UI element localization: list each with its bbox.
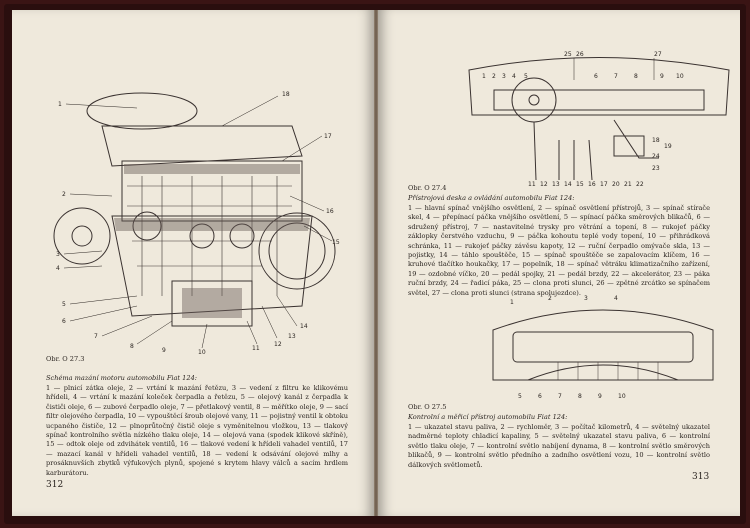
callout-24: 24 (652, 153, 660, 160)
callout-16: 16 (588, 181, 596, 188)
figure2-legend: 1 — ukazatel stavu paliva, 2 — rychloměr… (408, 423, 710, 469)
callout-8: 8 (578, 393, 582, 400)
callout-9: 9 (598, 393, 602, 400)
page-number: 313 (692, 472, 710, 482)
page-number: 312 (46, 480, 64, 490)
callouts-top: 25 26 27 (564, 51, 662, 58)
callouts-bottom: 11 12 13 14 15 16 17 20 21 22 (528, 181, 644, 188)
callout-12: 12 (274, 341, 282, 348)
dashboard-figure: 25 26 27 1 2 3 4 5 6 7 8 9 10 18 19 24 2… (468, 51, 730, 188)
callout-11: 11 (252, 345, 260, 352)
callout-12: 12 (540, 181, 548, 188)
callout-3: 3 (56, 251, 60, 258)
callout-1: 1 (482, 73, 486, 80)
callout-2: 2 (548, 295, 552, 302)
left-page: 1 18 2 3 4 5 6 7 8 9 10 11 12 13 14 17 1… (12, 10, 374, 516)
callout-1: 1 (510, 299, 514, 306)
callout-17: 17 (324, 133, 332, 140)
figure2-title: Kontrolní a měřicí přístroj automobilu F… (408, 413, 568, 421)
callout-6: 6 (62, 318, 66, 325)
cluster-callouts-bottom: 5 6 7 8 9 10 (518, 393, 626, 400)
callout-17: 17 (600, 181, 608, 188)
figure1-title: Přístrojová deska a ovládání automobilu … (408, 194, 575, 202)
callout-22: 22 (636, 181, 644, 188)
callout-14: 14 (300, 323, 308, 330)
callout-13: 13 (552, 181, 560, 188)
callout-10: 10 (198, 349, 206, 356)
callout-labels: 1 18 2 3 4 5 6 7 8 9 10 11 12 13 14 17 1… (56, 91, 340, 356)
flywheel (258, 212, 336, 290)
fan (53, 207, 111, 265)
callout-25: 25 (564, 51, 572, 58)
callout-10: 10 (618, 393, 626, 400)
dashboard-outline (468, 57, 730, 116)
figure-label: Obr. O 27.3 (46, 355, 85, 363)
callout-15: 15 (576, 181, 584, 188)
callouts-upper: 1 2 3 4 5 6 7 8 9 10 (482, 73, 684, 80)
callout-1: 1 (58, 101, 62, 108)
engine-lubrication-figure: 1 18 2 3 4 5 6 7 8 9 10 11 12 13 14 17 1… (53, 91, 340, 356)
right-page: 25 26 27 1 2 3 4 5 6 7 8 9 10 18 19 24 2… (378, 10, 740, 516)
callout-11: 11 (528, 181, 536, 188)
callout-15: 15 (332, 239, 340, 246)
callout-3: 3 (584, 295, 588, 302)
oil-pan (171, 280, 253, 327)
callout-18: 18 (652, 137, 660, 144)
callout-7: 7 (614, 73, 618, 80)
figure1-legend: 1 — hlavní spínač vnějšího osvětlení, 2 … (408, 204, 710, 297)
callout-10: 10 (676, 73, 684, 80)
callout-18: 18 (282, 91, 290, 98)
callout-6: 6 (594, 73, 598, 80)
instrument-cluster-figure: 1 2 3 4 5 6 7 8 9 10 (492, 295, 714, 400)
figure-title: Schéma mazání motoru automobilu Fiat 124… (46, 374, 197, 382)
book-gutter (372, 10, 380, 516)
callout-7: 7 (94, 333, 98, 340)
figure2-label: Obr. O 27.5 (408, 403, 447, 411)
figure-legend: 1 — plnicí zátka oleje, 2 — vrtání k maz… (46, 384, 348, 477)
callout-6: 6 (538, 393, 542, 400)
callout-26: 26 (576, 51, 584, 58)
callout-2: 2 (492, 73, 496, 80)
callout-4: 4 (614, 295, 618, 302)
callout-8: 8 (634, 73, 638, 80)
callout-14: 14 (564, 181, 572, 188)
cluster-housing (492, 309, 714, 381)
callout-5: 5 (518, 393, 522, 400)
callout-16: 16 (326, 208, 334, 215)
callout-9: 9 (660, 73, 664, 80)
callout-23: 23 (652, 165, 660, 172)
cluster-callouts-top: 1 2 3 4 (510, 295, 618, 306)
callout-27: 27 (654, 51, 662, 58)
callouts-side: 18 19 24 23 (652, 137, 672, 172)
callout-9: 9 (162, 347, 166, 354)
callout-21: 21 (624, 181, 632, 188)
callout-3: 3 (502, 73, 506, 80)
callout-4: 4 (56, 265, 60, 272)
callout-5: 5 (62, 301, 66, 308)
air-filter-housing (86, 92, 198, 130)
callout-4: 4 (512, 73, 516, 80)
open-book: 1 18 2 3 4 5 6 7 8 9 10 11 12 13 14 17 1… (4, 4, 746, 524)
figure1-label: Obr. O 27.4 (408, 184, 447, 192)
callout-8: 8 (130, 343, 134, 350)
callout-20: 20 (612, 181, 620, 188)
callout-13: 13 (288, 333, 296, 340)
callout-19: 19 (664, 143, 672, 150)
callout-2: 2 (62, 191, 66, 198)
callout-5: 5 (524, 73, 528, 80)
callout-7: 7 (558, 393, 562, 400)
